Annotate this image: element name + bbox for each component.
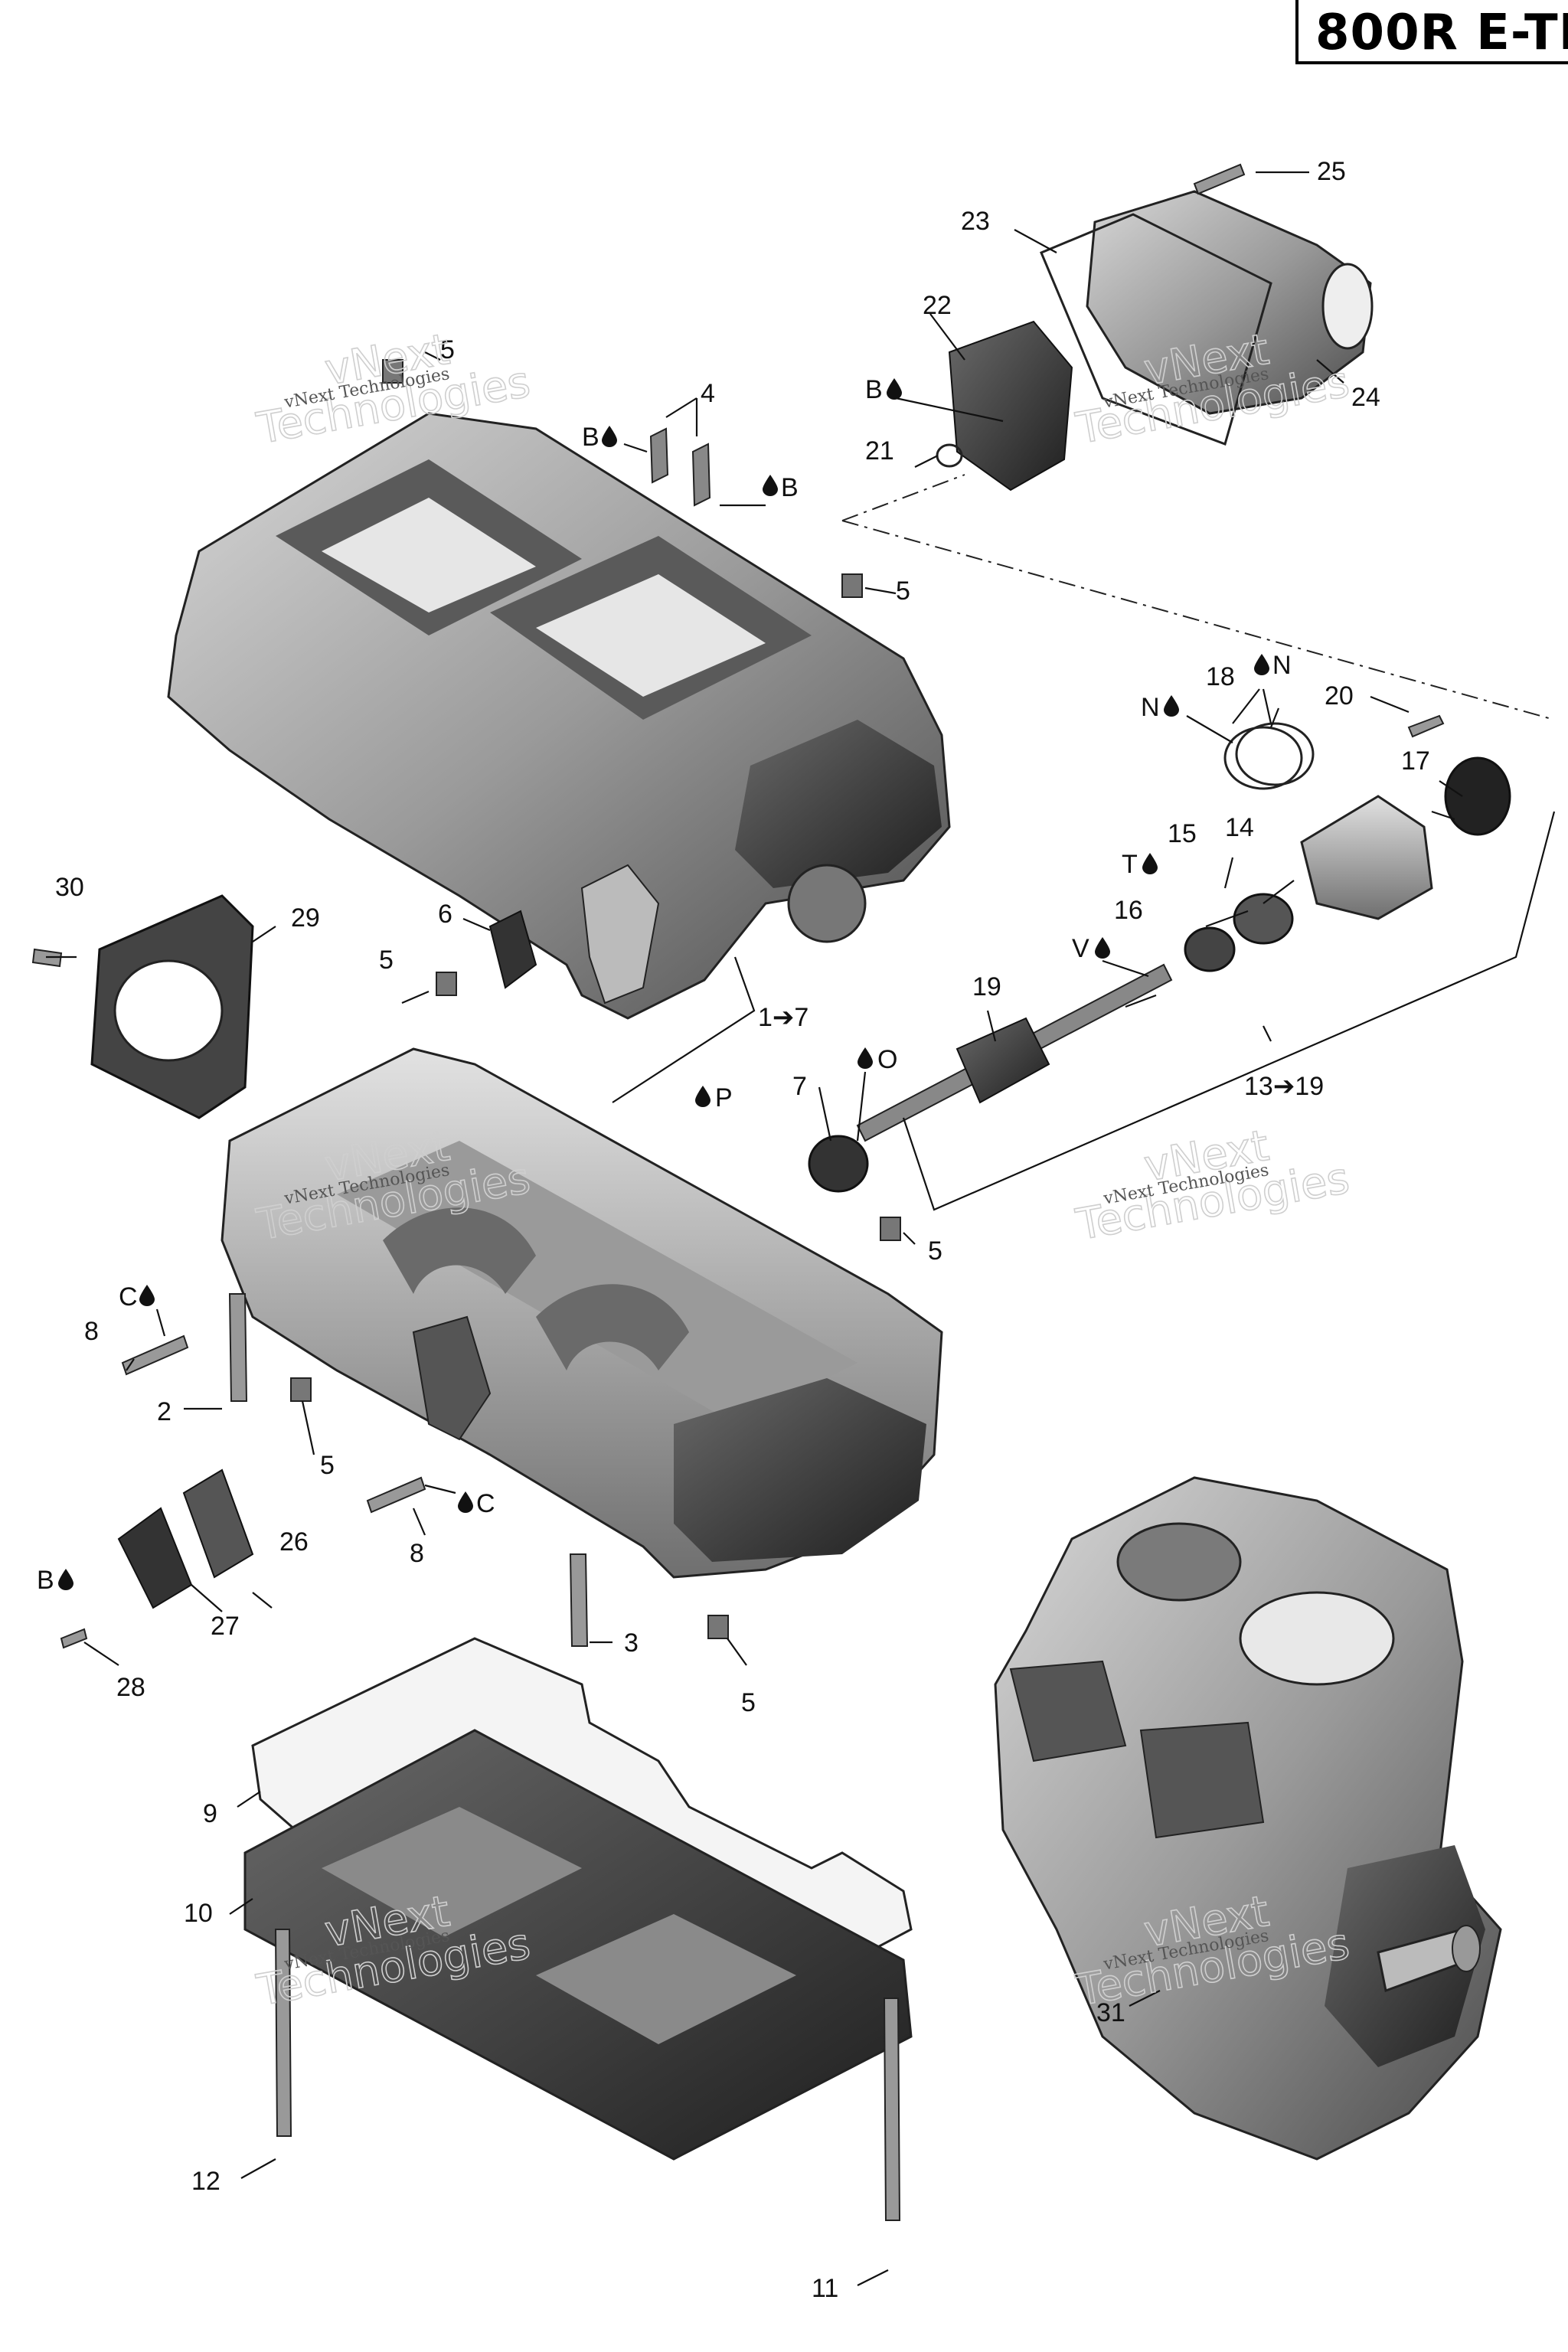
callout-16: 16 <box>1114 896 1143 925</box>
oil-drop-icon <box>858 1047 873 1069</box>
callout-14: 14 <box>1225 813 1254 842</box>
oil-pan-cover <box>243 1729 913 2161</box>
leader-lines <box>46 171 1463 2286</box>
callout-20: 20 <box>1325 681 1354 710</box>
callout-6: 6 <box>438 900 452 929</box>
impeller <box>948 320 1073 492</box>
group-dashed-line <box>841 474 1555 720</box>
callout-10: 10 <box>184 1899 213 1928</box>
oil-drop-icon <box>1095 937 1110 959</box>
water-pump-housing <box>1086 190 1374 415</box>
lube-code-c1: C <box>119 1282 138 1312</box>
oil-drop-icon <box>887 378 902 400</box>
lube-code-t: T <box>1122 850 1138 879</box>
callout-31: 31 <box>1096 1998 1125 2027</box>
pump-shaft-assembly <box>856 714 1511 1142</box>
lube-code-b3: B <box>865 375 883 404</box>
callout-11: 11 <box>812 2274 838 2303</box>
callout-28: 28 <box>116 1673 145 1702</box>
oil-drop-icon <box>458 1491 473 1513</box>
small-parts <box>31 163 1246 2221</box>
callout-29: 29 <box>291 903 320 933</box>
bracket-1-7 <box>612 956 756 1103</box>
lower-crankcase <box>220 1047 943 1579</box>
callout-24: 24 <box>1351 383 1380 412</box>
lube-code-v: V <box>1072 934 1089 963</box>
engine-assembly <box>994 1476 1502 2161</box>
callout-5f: 5 <box>741 1688 756 1717</box>
oil-drop-icon <box>602 426 617 447</box>
callout-27: 27 <box>211 1612 240 1641</box>
callout-25: 25 <box>1317 157 1346 186</box>
callout-5b: 5 <box>896 577 910 606</box>
oil-drop-icon <box>1254 654 1269 675</box>
water-pump-gasket <box>1040 213 1272 446</box>
oil-drop-icon <box>695 1086 710 1107</box>
callout-15: 15 <box>1168 819 1197 848</box>
callout-4: 4 <box>701 379 715 408</box>
callout-26: 26 <box>279 1527 309 1557</box>
callout-5e: 5 <box>320 1451 335 1480</box>
bracket-13-19 <box>902 811 1556 1211</box>
lube-code-b1: B <box>582 423 599 452</box>
lube-code-n2: N <box>1272 651 1292 680</box>
oil-drop-icon <box>58 1569 74 1590</box>
callout-9: 9 <box>203 1799 217 1828</box>
upper-crankcase <box>167 412 951 1020</box>
oil-drop-icon <box>139 1285 155 1306</box>
oil-drop-icon <box>1142 853 1158 874</box>
callout-12: 12 <box>191 2167 220 2196</box>
callout-30: 30 <box>55 873 84 902</box>
callout-17: 17 <box>1401 746 1430 776</box>
lube-code-n1: N <box>1141 693 1160 722</box>
callout-18: 18 <box>1206 662 1235 691</box>
oil-drop-icon <box>763 475 778 496</box>
lube-code-o: O <box>877 1045 897 1074</box>
lubricant-labels: B B B B C C N N T V O P <box>37 375 1292 1595</box>
callout-21: 21 <box>865 436 894 466</box>
callout-13-19: 13➔19 <box>1244 1072 1324 1101</box>
callout-5c: 5 <box>379 946 394 975</box>
lube-code-p: P <box>715 1083 733 1112</box>
callout-5d: 5 <box>928 1236 942 1266</box>
callout-labels: 1➔7 2 3 4 5 5 5 5 5 5 6 7 8 8 9 10 11 12… <box>55 157 1430 2303</box>
lube-code-b4: B <box>37 1566 54 1595</box>
callout-5a: 5 <box>440 335 455 364</box>
callout-8b: 8 <box>410 1539 424 1568</box>
callout-23: 23 <box>961 207 990 236</box>
lube-code-c2: C <box>476 1489 495 1518</box>
callout-7: 7 <box>792 1072 807 1101</box>
callout-8a: 8 <box>84 1317 99 1346</box>
callout-19: 19 <box>972 972 1001 1001</box>
diagram-title-box: 800R E-TEC <box>1295 0 1568 64</box>
callout-3: 3 <box>624 1628 639 1658</box>
callout-1-7: 1➔7 <box>758 1003 808 1032</box>
callout-22: 22 <box>923 291 952 320</box>
callout-2: 2 <box>157 1397 172 1426</box>
lube-code-b2: B <box>781 473 799 502</box>
oil-drop-icon <box>1164 695 1179 717</box>
watermark: vNext Technologies vNext Technologies <box>1072 1120 1354 1251</box>
diagram-title: 800R E-TEC <box>1315 5 1568 61</box>
